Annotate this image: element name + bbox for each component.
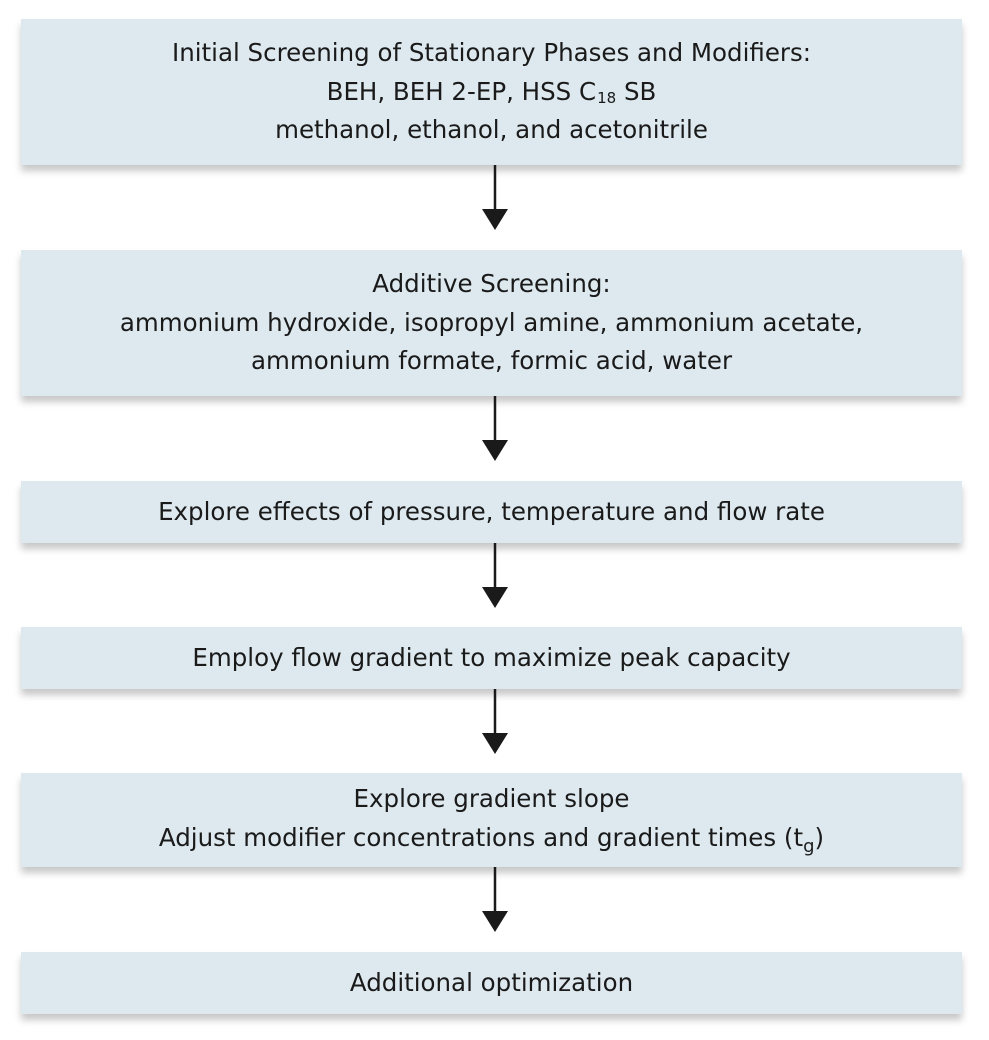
- step-box-flow-gradient: Employ flow gradient to maximize peak ca…: [21, 627, 962, 689]
- step-box-initial-screening: Initial Screening of Stationary Phases a…: [21, 19, 962, 165]
- step-2-line-3: ammonium formate, formic acid, water: [250, 346, 733, 376]
- step-2-line-1: Additive Screening:: [372, 269, 611, 299]
- step-box-gradient-slope: Explore gradient slope Adjust modifier c…: [21, 773, 962, 867]
- step-1-line-1: Initial Screening of Stationary Phases a…: [171, 38, 812, 68]
- step-5-line-2-suffix: ): [814, 822, 825, 852]
- arrow-down-icon: [482, 165, 508, 230]
- flow-arrow-5: [480, 867, 510, 934]
- flow-arrow-1: [480, 165, 510, 232]
- step-3-line-1: Explore effects of pressure, temperature…: [158, 496, 825, 526]
- step-box-explore-effects: Explore effects of pressure, temperature…: [21, 481, 962, 543]
- step-5-line-2-text: Adjust modifier concentrations and gradi…: [158, 822, 804, 852]
- arrow-down-icon: [482, 689, 508, 754]
- step-2-line-2: ammonium hydroxide, isopropyl amine, amm…: [119, 307, 864, 337]
- step-box-additional-optimization: Additional optimization: [21, 952, 962, 1014]
- step-5-line-2: Adjust modifier concentrations and gradi…: [159, 819, 824, 861]
- step-1-line-2-suffix: SB: [616, 76, 657, 106]
- flow-arrow-4: [480, 689, 510, 756]
- step-5-line-1: Explore gradient slope: [353, 784, 630, 813]
- step-1-line-2-subscript: 18: [597, 88, 617, 107]
- step-5-line-2-subscript: g: [803, 835, 815, 857]
- step-1-line-3: methanol, ethanol, and acetonitrile: [275, 115, 708, 145]
- step-6-line-1: Additional optimization: [349, 967, 634, 997]
- step-1-line-2-text: BEH, BEH 2-EP, HSS C: [326, 76, 597, 106]
- step-box-additive-screening: Additive Screening: ammonium hydroxide, …: [21, 250, 962, 396]
- step-4-line-1: Employ flow gradient to maximize peak ca…: [192, 642, 791, 672]
- flow-arrow-3: [480, 543, 510, 610]
- arrow-down-icon: [482, 867, 508, 932]
- flow-arrow-2: [480, 396, 510, 463]
- arrow-down-icon: [482, 543, 508, 608]
- step-1-line-2: BEH, BEH 2-EP, HSS C18 SB: [327, 73, 657, 112]
- arrow-down-icon: [482, 396, 508, 461]
